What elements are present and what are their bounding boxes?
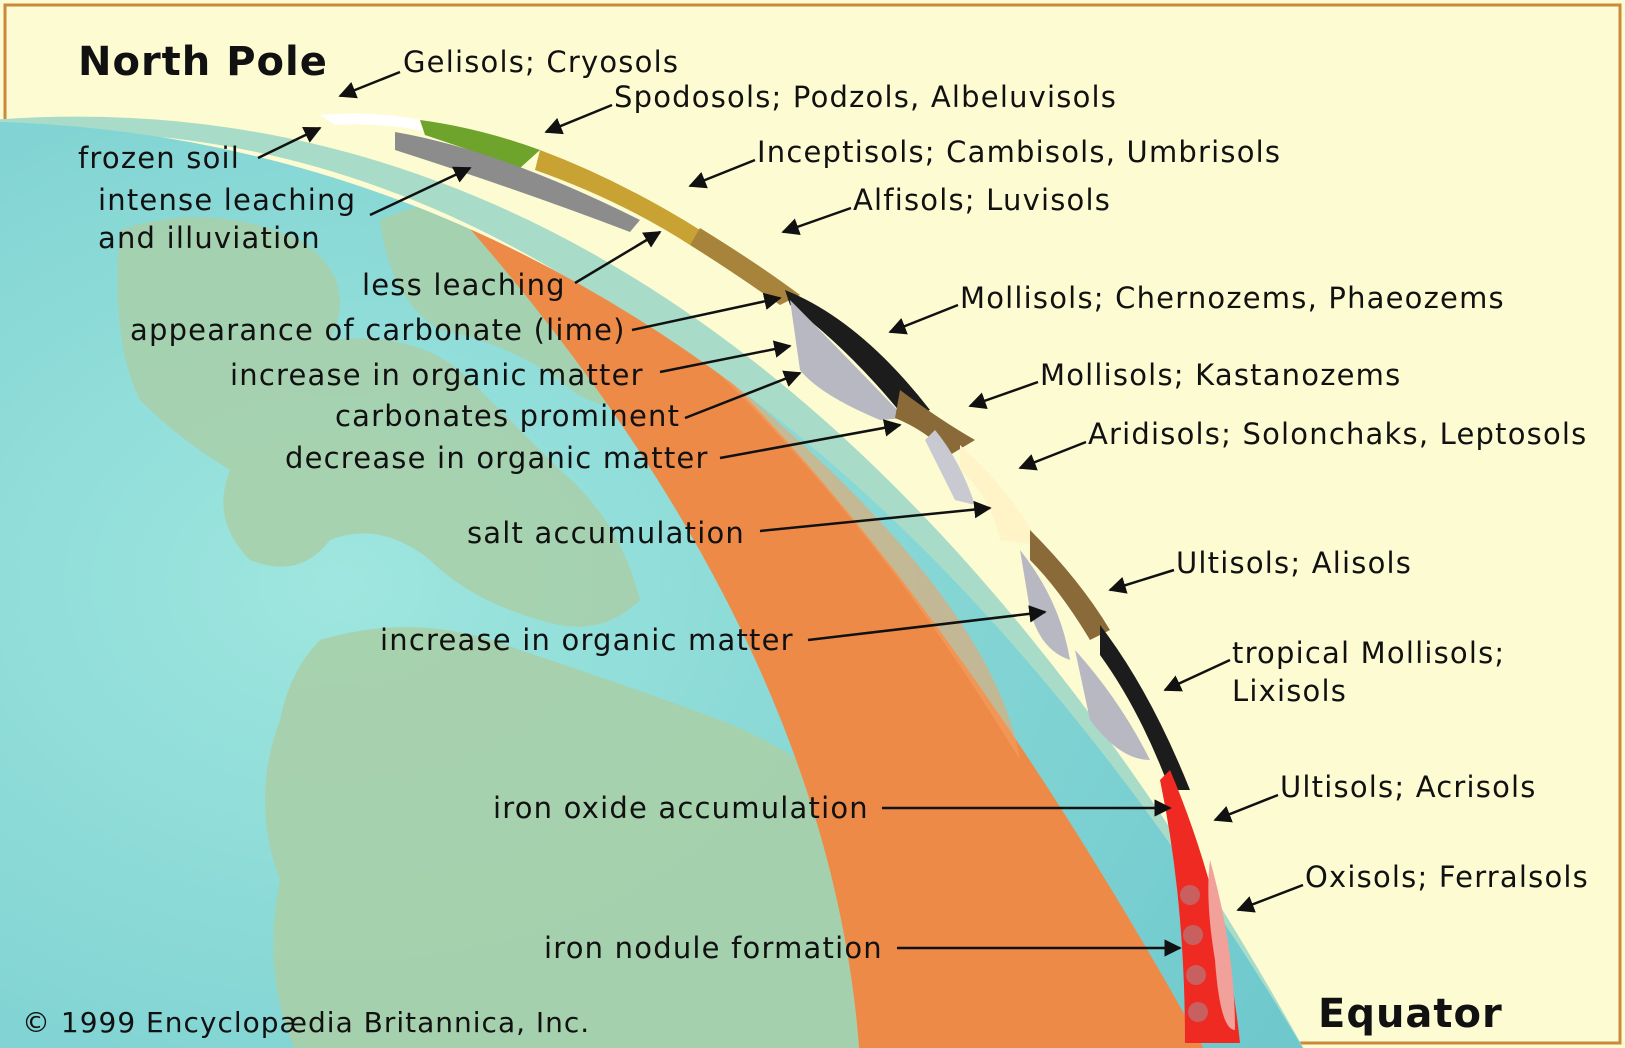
iron-nodule <box>1180 885 1200 905</box>
soil-process-label-line: appearance of carbonate (lime) <box>130 313 626 347</box>
soil-order-label-line: Ultisols; Acrisols <box>1280 770 1537 804</box>
soil-order-label-line: Oxisols; Ferralsols <box>1305 860 1589 894</box>
soil-process-label-line: iron nodule formation <box>544 931 883 965</box>
soil-process-label-line: less leaching <box>362 268 566 302</box>
soil-order-label-line: Mollisols; Kastanozems <box>1040 358 1401 392</box>
soil-order-label: Ultisols; Acrisols <box>1280 770 1537 804</box>
soil-process-label: frozen soil <box>78 141 240 175</box>
soil-process-label-line: decrease in organic matter <box>285 441 709 475</box>
soil-order-label: Ultisols; Alisols <box>1176 546 1412 580</box>
soil-order-label: Spodosols; Podzols, Albeluvisols <box>614 80 1117 114</box>
copyright-text: © 1999 Encyclopædia Britannica, Inc. <box>22 1006 590 1039</box>
soil-process-label: iron oxide accumulation <box>493 791 869 825</box>
soil-order-label-line: Gelisols; Cryosols <box>403 45 679 79</box>
iron-nodule <box>1188 1002 1208 1022</box>
soil-order-label: Oxisols; Ferralsols <box>1305 860 1589 894</box>
soil-process-label-line: increase in organic matter <box>230 358 644 392</box>
soil-process-label-line: frozen soil <box>78 141 240 175</box>
soil-process-label-line: increase in organic matter <box>380 623 794 657</box>
soil-order-label: Mollisols; Kastanozems <box>1040 358 1401 392</box>
soil-process-label-line: intense leaching <box>98 183 356 217</box>
soil-process-label-line: and illuviation <box>98 221 321 255</box>
soil-process-label-line: salt accumulation <box>467 516 745 550</box>
north-pole-title: North Pole <box>78 39 328 85</box>
soil-order-label-line: Lixisols <box>1232 674 1347 708</box>
soil-order-label-line: tropical Mollisols; <box>1232 636 1505 670</box>
soil-process-label: increase in organic matter <box>230 358 644 392</box>
equator-title: Equator <box>1318 991 1503 1037</box>
soil-process-label: increase in organic matter <box>380 623 794 657</box>
iron-nodule <box>1183 925 1203 945</box>
soil-process-label: less leaching <box>362 268 566 302</box>
soil-order-label: Mollisols; Chernozems, Phaeozems <box>960 281 1505 315</box>
soil-order-label-line: Inceptisols; Cambisols, Umbrisols <box>757 135 1281 169</box>
soil-order-label-line: Alfisols; Luvisols <box>853 183 1111 217</box>
soil-process-label: appearance of carbonate (lime) <box>130 313 626 347</box>
soil-order-label-line: Spodosols; Podzols, Albeluvisols <box>614 80 1117 114</box>
soil-order-label-line: Ultisols; Alisols <box>1176 546 1412 580</box>
soil-order-label: Alfisols; Luvisols <box>853 183 1111 217</box>
iron-nodule <box>1186 965 1206 985</box>
soil-process-label: carbonates prominent <box>335 399 680 433</box>
soil-process-label-line: iron oxide accumulation <box>493 791 869 825</box>
soil-order-label: Gelisols; Cryosols <box>403 45 679 79</box>
soil-process-label: decrease in organic matter <box>285 441 709 475</box>
soil-order-label: Inceptisols; Cambisols, Umbrisols <box>757 135 1281 169</box>
soil-order-label-line: Mollisols; Chernozems, Phaeozems <box>960 281 1505 315</box>
soil-process-label: iron nodule formation <box>544 931 883 965</box>
soil-process-label: salt accumulation <box>467 516 745 550</box>
soil-process-label-line: carbonates prominent <box>335 399 680 433</box>
soil-order-label: Aridisols; Solonchaks, Leptosols <box>1088 417 1587 451</box>
soil-order-label-line: Aridisols; Solonchaks, Leptosols <box>1088 417 1587 451</box>
